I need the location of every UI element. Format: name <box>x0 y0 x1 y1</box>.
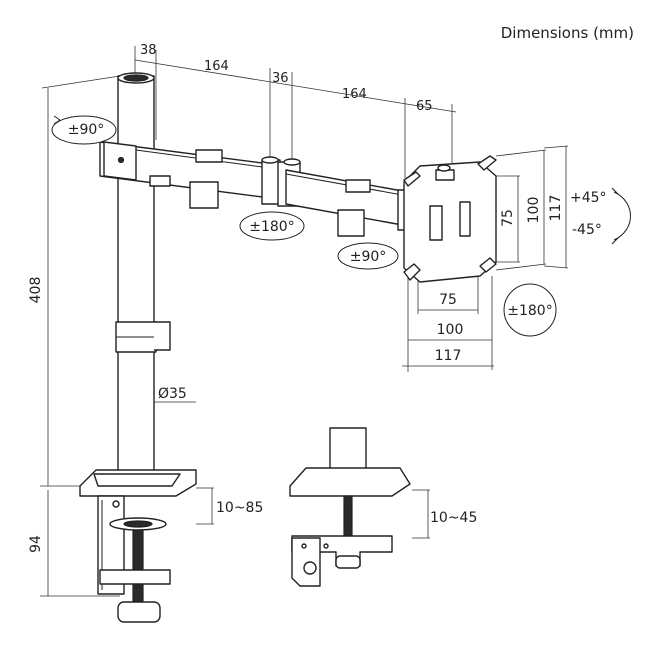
label-vesa-v-100: 100 <box>526 197 542 224</box>
dimension-labels: 38 164 36 164 65 408 94 Ø35 10~85 10~45 … <box>28 43 564 553</box>
grommet-mount <box>289 427 411 587</box>
rotation-head <box>337 242 399 270</box>
rotation-pole <box>51 115 117 145</box>
rotation-plate <box>503 283 557 337</box>
rotation-elbow <box>239 211 305 241</box>
label-38: 38 <box>140 43 157 58</box>
label-vesa-h-117: 117 <box>435 348 462 364</box>
label-plate-rotation: ±180° <box>507 303 552 319</box>
label-65: 65 <box>416 99 433 114</box>
vesa-plate <box>403 155 497 283</box>
label-elbow-swivel: ±180° <box>249 219 294 235</box>
label-head-swivel: ±90° <box>350 249 387 265</box>
label-94: 94 <box>28 535 44 553</box>
label-vesa-h-75: 75 <box>439 292 457 308</box>
rotation-tilt <box>611 187 631 245</box>
dimensions-title: Dimensions (mm) <box>501 24 634 42</box>
pole <box>115 72 171 477</box>
label-tilt-up: +45° <box>570 190 607 206</box>
arm-segment-2 <box>285 169 411 237</box>
label-vesa-v-75: 75 <box>500 209 516 227</box>
label-grommet-range: 10~45 <box>430 510 477 526</box>
label-vesa-v-117: 117 <box>548 195 564 222</box>
label-36: 36 <box>272 71 289 86</box>
label-pole-swivel: ±90° <box>68 122 105 138</box>
dimension-lines <box>40 46 569 597</box>
label-tilt-down: -45° <box>572 222 602 238</box>
label-164-b: 164 <box>342 87 367 102</box>
label-clamp-range: 10~85 <box>216 500 263 516</box>
label-408: 408 <box>28 277 44 304</box>
rotation-labels: ±90° ±180° ±90° +45° -45° ±180° <box>68 122 607 319</box>
label-diameter: Ø35 <box>158 386 187 402</box>
desk-clamp <box>79 469 197 623</box>
label-vesa-h-100: 100 <box>437 322 464 338</box>
label-164-a: 164 <box>204 59 229 74</box>
